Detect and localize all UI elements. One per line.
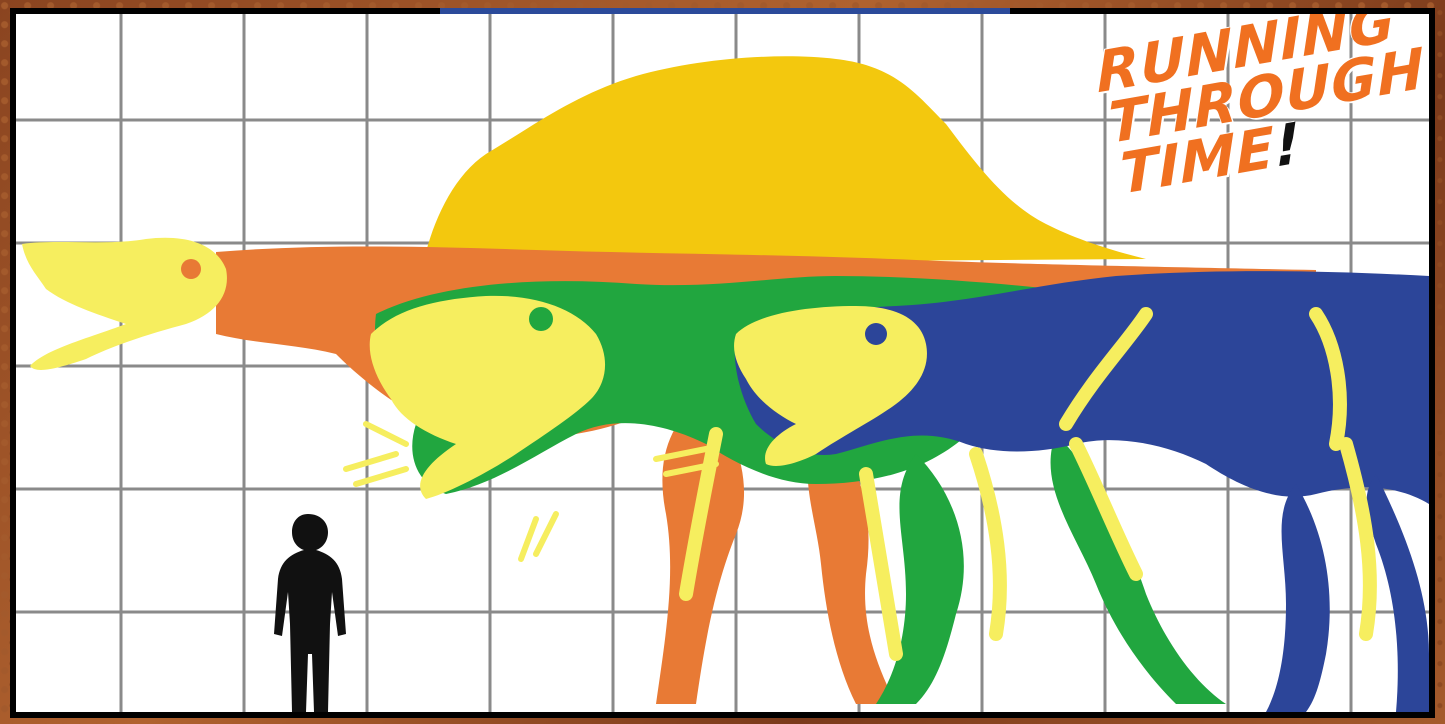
carcharodontosaurus-eye bbox=[529, 307, 553, 331]
tyrannosaurus-eye bbox=[865, 323, 887, 345]
size-comparison-canvas: Running Through Time! bbox=[16, 14, 1429, 712]
spinosaurus-skull bbox=[22, 238, 227, 370]
title-exclamation: ! bbox=[1274, 111, 1302, 181]
human-silhouette-icon bbox=[274, 514, 346, 712]
tyrannosaurus-leg bbox=[1266, 484, 1330, 712]
spinosaurus-eye bbox=[181, 259, 201, 279]
spinosaurus-sail bbox=[426, 56, 1146, 264]
image-panel: Running Through Time! bbox=[10, 8, 1435, 718]
